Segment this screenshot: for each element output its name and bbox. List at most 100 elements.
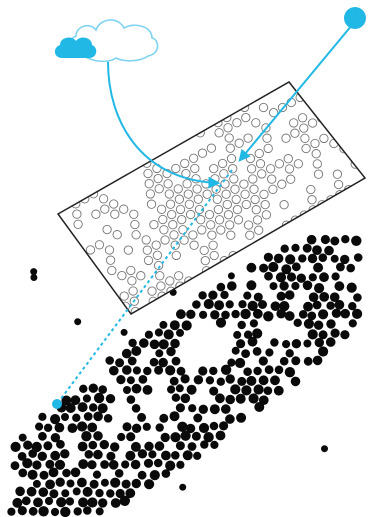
ground-dot (186, 310, 195, 319)
ground-dot (87, 423, 97, 433)
ground-dot (100, 460, 109, 469)
ground-dot (192, 432, 201, 441)
ground-dot (292, 339, 301, 348)
ground-dot (177, 367, 186, 376)
ground-dot (308, 254, 317, 263)
ground-dot (336, 263, 345, 272)
ground-dot (171, 451, 180, 460)
ground-dot (139, 375, 148, 384)
sun-icon (344, 7, 366, 29)
ground-dot (122, 365, 132, 375)
ground-dot (198, 291, 206, 299)
ground-dot (155, 441, 165, 451)
plate-surface (58, 82, 365, 314)
ground-dot (138, 449, 147, 458)
ground-dot (49, 489, 58, 498)
ground-dot (122, 480, 131, 489)
ground-dot (335, 281, 345, 291)
ground-dot (85, 450, 94, 459)
ground-dot (259, 375, 269, 385)
ground-dot (238, 321, 246, 329)
ground-dot (100, 440, 109, 449)
ground-dot (321, 235, 330, 244)
ground-dot (341, 235, 349, 243)
ground-dot (143, 385, 153, 395)
detector-plate (58, 82, 365, 316)
ground-dot (326, 337, 336, 347)
ground-dot (271, 301, 281, 311)
ground-dot (32, 460, 41, 469)
ground-dot (187, 385, 197, 395)
ground-dot (162, 469, 171, 478)
ground-dot (131, 346, 141, 356)
ground-point (52, 399, 62, 409)
ground-dot (210, 310, 219, 319)
ground-dot (22, 496, 31, 505)
ground-dot (206, 376, 214, 384)
ground-dot (319, 272, 329, 282)
ground-dot (236, 394, 246, 404)
ground-dot (40, 471, 49, 480)
ground-dot (236, 339, 245, 348)
ground-dot (193, 414, 202, 423)
ground-dot (121, 460, 129, 468)
ground-dot (199, 423, 209, 433)
ground-dot (330, 237, 339, 246)
ground-dot (230, 384, 240, 394)
ground-dot (299, 310, 308, 319)
cloud-solid (55, 38, 96, 58)
ground-dot (233, 331, 241, 339)
ground-dot (67, 480, 75, 488)
ground-dot (183, 450, 193, 460)
ground-dot (303, 340, 311, 348)
ground-dot (286, 349, 294, 357)
ground-dot (116, 375, 125, 384)
ground-dot (170, 339, 180, 349)
ground-dot (66, 497, 74, 505)
ground-dot (38, 432, 47, 441)
ground-dot (263, 311, 273, 321)
ground-dot (270, 375, 280, 385)
ground-dot (324, 246, 334, 256)
ground-dot (159, 414, 168, 423)
ground-dot (60, 449, 69, 458)
ground-dot (277, 292, 286, 301)
ground-dot (83, 394, 91, 402)
ground-dot (243, 292, 251, 300)
ground-dot (104, 414, 113, 423)
ground-dot (319, 253, 328, 262)
ground-dot (56, 478, 65, 487)
ground-dot (247, 263, 257, 273)
ground-dot (241, 349, 250, 358)
ground-dot (132, 384, 142, 394)
ground-dot (209, 387, 218, 396)
ground-dot (35, 423, 43, 431)
ground-dot (133, 366, 141, 374)
ground-dot (43, 441, 52, 450)
ground-dot (44, 424, 52, 432)
ground-dot (307, 235, 317, 245)
ground-dot (227, 281, 237, 291)
ground-dot (259, 356, 268, 365)
ground-dot (127, 395, 136, 404)
ground-dot (326, 302, 334, 310)
ground-dot (221, 404, 231, 414)
ground-dot (165, 461, 175, 471)
ground-dot (98, 498, 107, 507)
ground-dot (117, 433, 125, 441)
ground-dot (106, 394, 115, 403)
ground-dot (125, 451, 135, 461)
ground-dot (83, 506, 92, 515)
ground-dot (74, 507, 82, 515)
ground-dot (192, 300, 201, 309)
ground-dot (182, 320, 192, 330)
ground-dot (347, 283, 357, 293)
ground-dot (188, 404, 196, 412)
ground-dot (294, 319, 302, 327)
ground-dot (268, 262, 278, 272)
ground-dot (45, 480, 55, 490)
ground-dot (19, 434, 27, 442)
ground-dot (56, 497, 66, 507)
ground-dot (62, 469, 71, 478)
